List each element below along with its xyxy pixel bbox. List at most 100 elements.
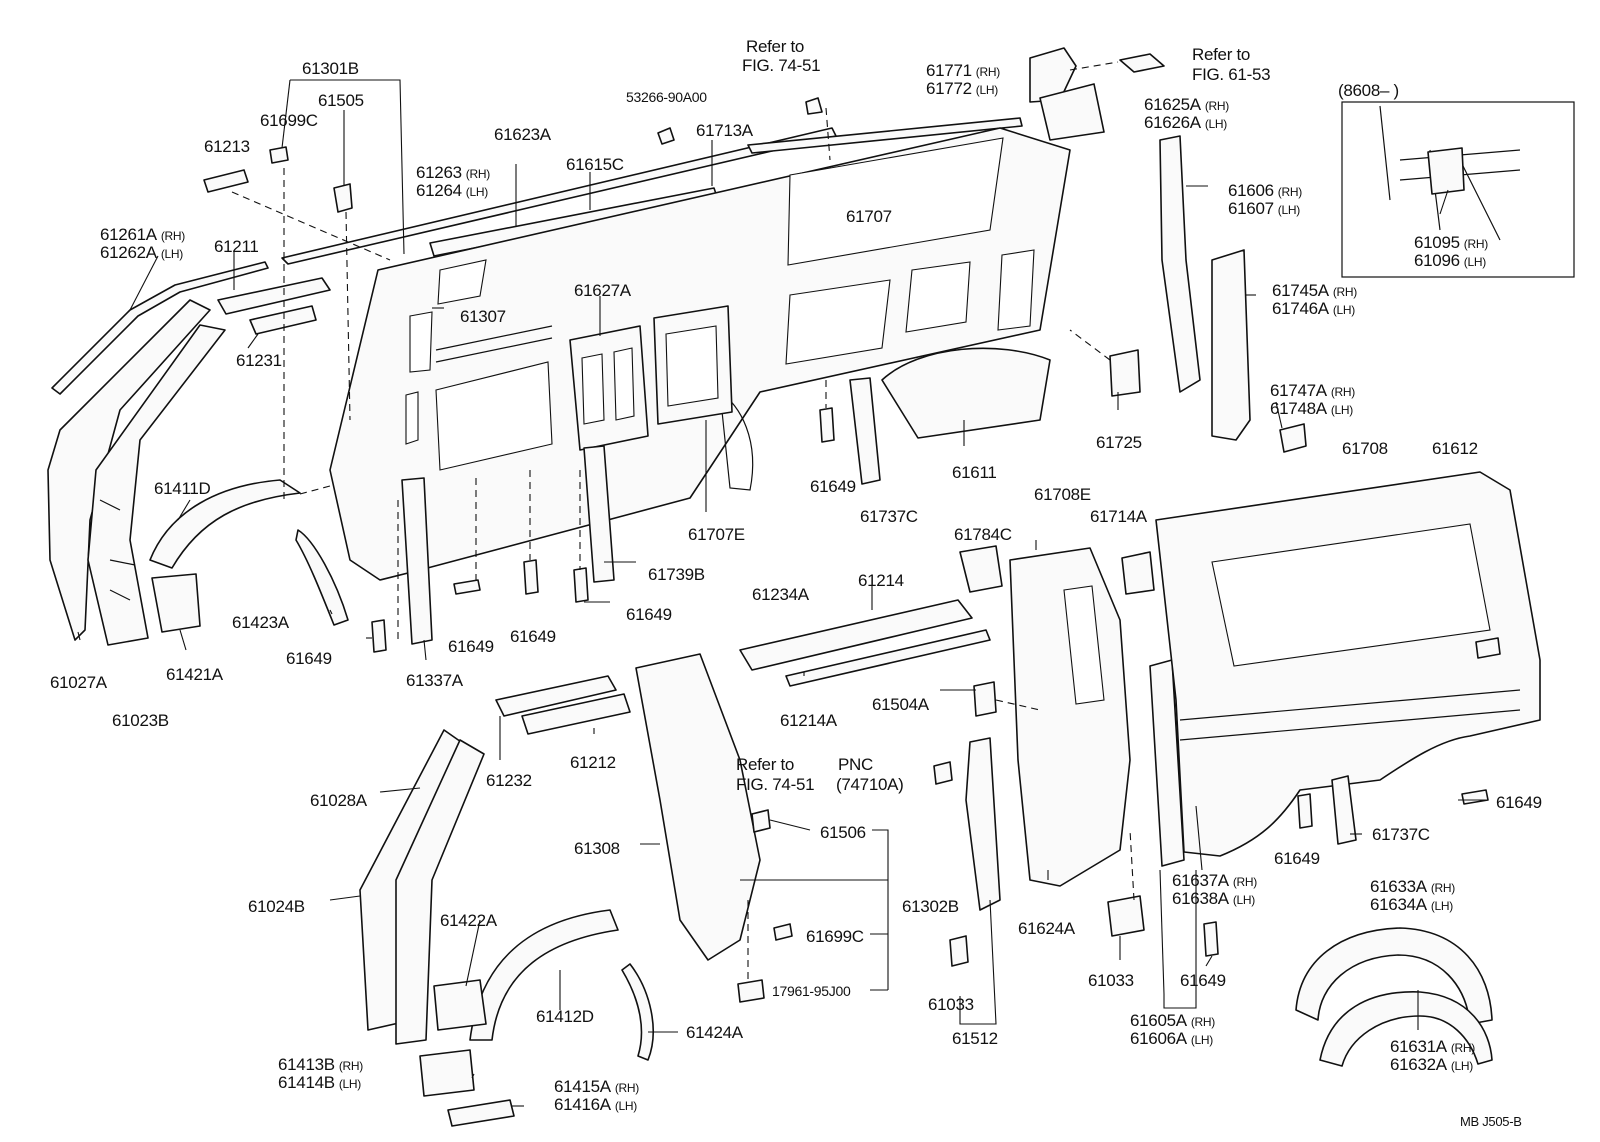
ref-61-53-line1: Refer to [1192, 45, 1250, 64]
grommet-61725 [1109, 349, 1141, 397]
ref-61-53-line2: FIG. 61-53 [1192, 65, 1270, 84]
label-61784C: 61784C [954, 525, 1012, 544]
bracket-61415A [447, 1099, 515, 1127]
ref-74-51-mid-line1: Refer to [736, 755, 794, 774]
plug-61649-2 [453, 579, 481, 595]
label-61772: 61772(LH) [926, 79, 998, 98]
inset-header: (8608– ) [1338, 81, 1399, 100]
clip-top-ref [805, 97, 823, 115]
clip-61699C-top [269, 146, 289, 164]
ref-pnc-line2: (74710A) [836, 775, 904, 794]
leader-lines [77, 79, 1488, 1107]
plug-61649-4 [573, 567, 589, 603]
label-61033-b: 61033 [1088, 971, 1134, 990]
label-61033-a: 61033 [928, 995, 974, 1014]
label-61713A: 61713A [696, 121, 754, 140]
label-61027A: 61027A [50, 673, 108, 692]
label-61649-e: 61649 [626, 605, 672, 624]
ref-74-51-top-line2: FIG. 74-51 [742, 56, 820, 75]
label-61512: 61512 [952, 1029, 998, 1048]
label-61307: 61307 [460, 307, 506, 326]
label-61649-c: 61649 [448, 637, 494, 656]
label-61748A: 61748A(LH) [1270, 399, 1353, 418]
label-61627A: 61627A [574, 281, 632, 300]
label-61626A: 61626A(LH) [1144, 113, 1227, 132]
label-61649-a: 61649 [810, 477, 856, 496]
wheel-liner-rear [1295, 927, 1493, 1067]
label-61631A: 61631A(RH) [1390, 1037, 1475, 1056]
label-61412D: 61412D [536, 1007, 594, 1026]
label-61096: 61096(LH) [1414, 251, 1486, 270]
label-61625A: 61625A(RH) [1144, 95, 1229, 114]
label-61211: 61211 [214, 237, 259, 256]
label-61028A: 61028A [310, 791, 368, 810]
label-61504A: 61504A [872, 695, 930, 714]
label-61649-d: 61649 [510, 627, 556, 646]
inset-frame [1341, 101, 1575, 278]
label-61725: 61725 [1096, 433, 1142, 452]
part-labels: Refer to FIG. 74-51 Refer to FIG. 61-53 … [50, 37, 1542, 1129]
wheel-arch-61422A [433, 979, 487, 1031]
label-61624A: 61624A [1018, 919, 1076, 938]
label-61605A: 61605A(RH) [1130, 1011, 1215, 1030]
label-61714A: 61714A [1090, 507, 1148, 526]
label-61649-g: 61649 [1274, 849, 1320, 868]
label-61746A: 61746A(LH) [1272, 299, 1355, 318]
label-61747A: 61747A(RH) [1270, 381, 1355, 400]
label-61421A: 61421A [166, 665, 224, 684]
plug-61649-3 [523, 559, 539, 595]
plug-61649-5 [819, 407, 835, 443]
label-61707: 61707 [846, 207, 892, 226]
clip-61506 [751, 809, 771, 833]
pillar-61737C-a [849, 377, 881, 485]
clip-53266 [657, 127, 675, 145]
pillar-61737C-b [1331, 775, 1357, 845]
bracket-61505 [333, 183, 353, 213]
label-61606: 61606(RH) [1228, 181, 1302, 200]
bracket-ref-61-53 [1119, 53, 1165, 73]
label-61607: 61607(LH) [1228, 199, 1300, 218]
label-61633A: 61633A(RH) [1370, 877, 1455, 896]
label-61615C: 61615C [566, 155, 624, 174]
label-61634A: 61634A(LH) [1370, 895, 1453, 914]
wheel-arch-61412D [469, 909, 619, 1041]
label-61302B: 61302B [902, 897, 959, 916]
label-61214A: 61214A [780, 711, 838, 730]
bracket-61771 [1029, 47, 1077, 103]
label-61214: 61214 [858, 571, 904, 590]
pillar-61606 [1159, 135, 1201, 393]
front-pillar-lower [359, 729, 485, 1045]
label-61606A: 61606A(LH) [1130, 1029, 1213, 1048]
rail-61211 [217, 277, 331, 315]
pillar-61627A [569, 325, 649, 451]
label-61414B: 61414B(LH) [278, 1073, 361, 1092]
label-61416A: 61416A(LH) [554, 1095, 637, 1114]
label-61637A: 61637A(RH) [1172, 871, 1257, 890]
strip-61605A [1149, 659, 1185, 867]
label-61424A: 61424A [686, 1023, 744, 1042]
front-pillar-outer [47, 299, 226, 646]
grommet-17961 [737, 979, 765, 1003]
label-61611: 61611 [952, 463, 997, 482]
label-61771: 61771(RH) [926, 61, 1000, 80]
label-61699C-mid: 61699C [806, 927, 864, 946]
label-61708E: 61708E [1034, 485, 1091, 504]
plug-61649-8 [1461, 789, 1489, 805]
label-61707E: 61707E [688, 525, 745, 544]
label-61024B: 61024B [248, 897, 305, 916]
label-61234A: 61234A [752, 585, 810, 604]
label-61632A: 61632A(LH) [1390, 1055, 1473, 1074]
rocker-61234A [739, 599, 973, 671]
panel-61424A [621, 963, 654, 1061]
rail-61232 [495, 675, 617, 717]
label-61213: 61213 [204, 137, 250, 156]
bracket-61413B [419, 1049, 475, 1097]
pillar-61512 [965, 737, 1001, 911]
bracket-61625A [1039, 83, 1105, 141]
bracket-61504A [973, 681, 997, 717]
label-61612: 61612 [1432, 439, 1478, 458]
label-17961-95J00: 17961-95J00 [772, 983, 851, 999]
bracket-61714A [1121, 551, 1155, 595]
pillar-61308 [635, 653, 761, 961]
label-61422A: 61422A [440, 911, 498, 930]
